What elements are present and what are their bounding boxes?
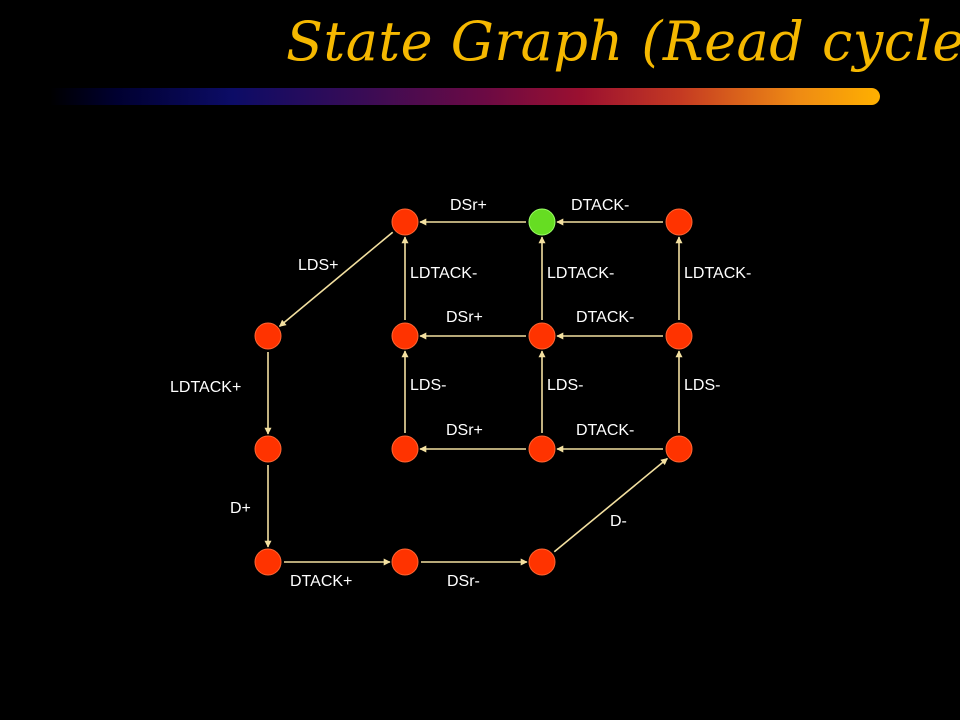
state-node-s7 [391,435,419,463]
transition-label-s8-s5: LDS- [547,377,583,394]
state-node-s6 [665,322,693,350]
transition-label-s9-s6: LDS- [684,377,720,394]
transition-label-s8-s7: DSr+ [446,422,483,439]
transition-label-s11-s12: D+ [230,500,251,517]
state-node-s11 [254,435,282,463]
initial-state-node [528,208,556,236]
title-gradient-bar [50,88,880,105]
state-node-s8 [528,435,556,463]
state-node-s13 [391,548,419,576]
state-node-s10 [254,322,282,350]
transition-label-s6-s5: DTACK- [576,309,634,326]
transition-label-s9-s8: DTACK- [576,422,634,439]
transition-label-s6-s3: LDTACK- [684,265,751,282]
state-node-s3 [665,208,693,236]
state-node-s5 [528,322,556,350]
transition-label-s5-s2: LDTACK- [547,265,614,282]
transition-arrow-s14-s9 [553,457,668,553]
transition-label-s7-s4: LDS- [410,377,446,394]
transition-label-s1-s10: LDS+ [298,257,338,274]
transition-label-s13-s14: DSr- [447,573,480,590]
state-node-s14 [528,548,556,576]
state-node-s12 [254,548,282,576]
slide-title: State Graph (Read cycle) [286,10,960,73]
state-nodes [254,208,693,576]
transition-arrow-s1-s10 [278,231,394,328]
transition-labels: DSr+ DTACK- LDTACK- LDTACK- LDTACK- DSr+ DTACK… [170,197,751,590]
transition-label-s3-s2: DTACK- [571,197,629,214]
transition-label-s12-s13: DTACK+ [290,573,352,590]
transition-label-s14-s9: D- [610,513,627,530]
state-node-s4 [391,322,419,350]
state-node-s1 [391,208,419,236]
transition-label-s5-s4: DSr+ [446,309,483,326]
state-node-s9 [665,435,693,463]
transition-label-s10-s11: LDTACK+ [170,379,241,396]
transition-edges [264,218,683,566]
transition-label-s2-s1: DSr+ [450,197,487,214]
transition-label-s4-s1: LDTACK- [410,265,477,282]
